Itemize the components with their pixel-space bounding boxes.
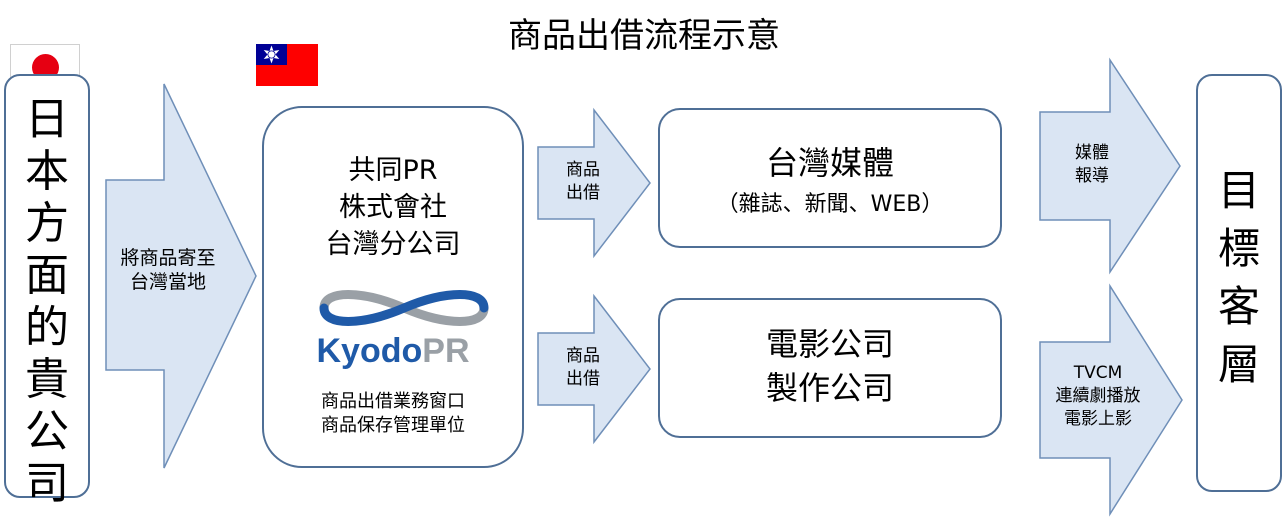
taiwan-flag-icon (256, 44, 318, 86)
report-arrow-label: 媒體 報導 (1075, 143, 1109, 186)
target-char: 客 (1217, 282, 1260, 331)
japan-company-char: 面 (25, 250, 69, 301)
film-company-box: 電影公司 製作公司 (658, 298, 1002, 438)
lend-arrow-top-label: 商品 出借 (566, 160, 600, 203)
screen-arrow-label: TVCM 連續劇播放 電影上影 (1055, 363, 1141, 429)
kyodo-name-line: 株式會社 (339, 192, 447, 223)
report-arrow-shape (1039, 57, 1181, 275)
ship-arrow-shape (105, 83, 257, 469)
japan-company-char: 的 (25, 302, 69, 353)
japan-company-char: 日 (25, 94, 69, 145)
japan-company-char: 本 (25, 146, 69, 197)
lend-arrow-bottom-shape (537, 293, 651, 445)
kyodo-logo-text: KyodoPR (316, 332, 470, 370)
media-box-title: 台灣媒體 (765, 144, 894, 182)
japan-company-char: 貴 (25, 354, 69, 405)
japan-company-char: 方 (25, 198, 69, 249)
target-char: 層 (1217, 340, 1260, 389)
kyodo-pr-box: 共同PR 株式會社 台灣分公司 KyodoPR 商品出借業務窗口 商品保存管理單… (262, 106, 524, 468)
target-char: 標 (1217, 224, 1260, 273)
lend-arrow-top-shape (537, 107, 651, 259)
taiwan-media-box: 台灣媒體 （雜誌、新聞、WEB） (658, 108, 1002, 248)
target-char: 目 (1217, 166, 1260, 215)
kyodo-name-line: 台灣分公司 (325, 229, 461, 260)
target-audience-box: 目 標 客 層 (1196, 74, 1282, 492)
film-box-line: 製作公司 (765, 369, 894, 407)
kyodo-name-line: 共同PR (348, 155, 438, 186)
film-box-line: 電影公司 (765, 325, 894, 363)
japan-company-char: 公 (25, 406, 69, 457)
page-title: 商品出借流程示意 (508, 16, 780, 56)
japan-company-char: 司 (25, 458, 69, 509)
kyodo-role-line: 商品出借業務窗口 (321, 391, 465, 412)
japan-company-box: 日 本 方 面 的 貴 公 司 (4, 74, 90, 509)
kyodo-logo-mark-icon (319, 290, 489, 326)
screen-arrow-shape (1039, 283, 1183, 517)
ship-arrow-label: 將商品寄至 台灣當地 (120, 247, 216, 293)
lend-arrow-bottom-label: 商品 出借 (566, 346, 600, 389)
kyodo-role-line: 商品保存管理單位 (321, 415, 465, 436)
media-box-subtitle: （雜誌、新聞、WEB） (716, 192, 944, 217)
